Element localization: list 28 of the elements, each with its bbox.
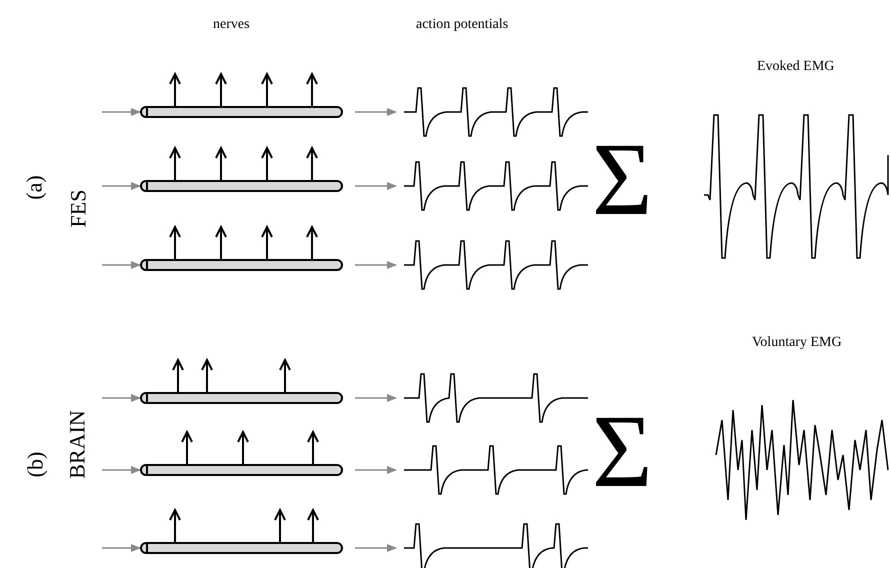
nerve-cylinder: [140, 259, 343, 271]
arrow: [355, 466, 397, 474]
nerve-cylinder: [140, 106, 343, 118]
nerve-cylinder: [140, 180, 343, 192]
arrow: [102, 182, 141, 190]
sum-symbol: Σ: [592, 400, 653, 504]
arrow: [102, 466, 141, 474]
sum-symbol: Σ: [592, 128, 653, 232]
arrow: [355, 544, 397, 552]
nerve-cylinder: [140, 542, 343, 554]
arrow: [355, 108, 397, 116]
panel-label: (b): [21, 452, 48, 478]
arrow: [102, 261, 141, 269]
arrow: [355, 394, 397, 402]
nerve-cylinder: [140, 392, 343, 404]
chart-title: Evoked EMG: [757, 58, 834, 76]
arrow: [355, 182, 397, 190]
side-label: FES: [64, 190, 92, 228]
column-heading: action potentials: [416, 16, 508, 34]
chart-title: Voluntary EMG: [752, 334, 842, 352]
side-label: BRAIN: [64, 410, 91, 479]
column-heading: nerves: [213, 16, 250, 34]
arrow: [355, 261, 397, 269]
arrow: [102, 108, 141, 116]
arrow: [102, 544, 141, 552]
nerve-cylinder: [140, 464, 343, 476]
panel-label: (a): [20, 175, 48, 200]
arrow: [102, 394, 141, 402]
